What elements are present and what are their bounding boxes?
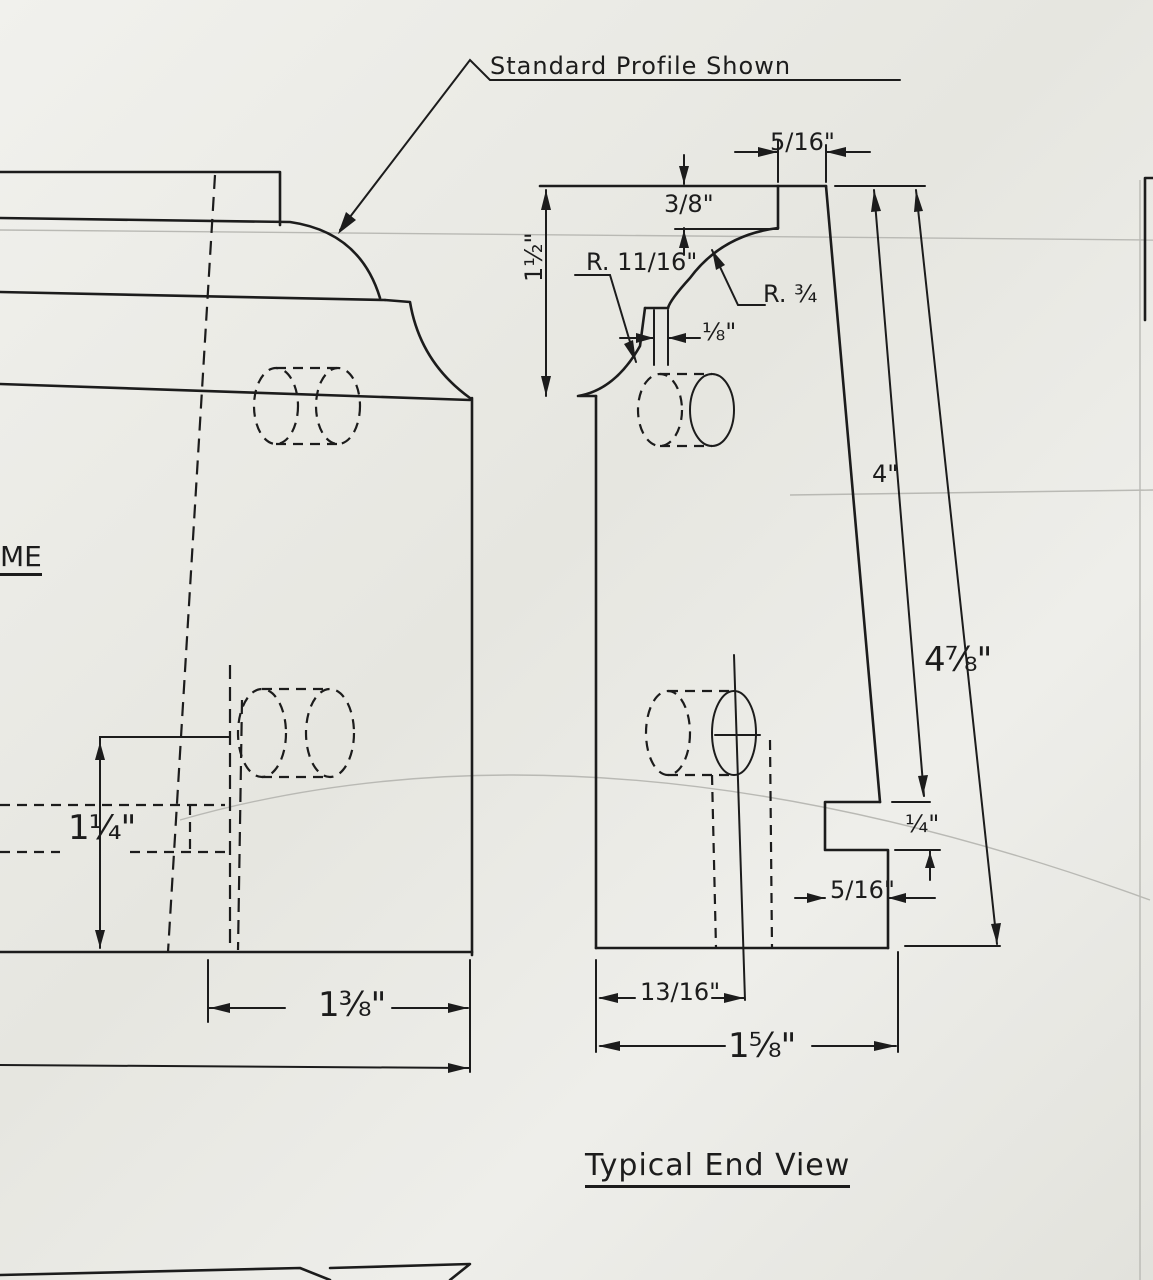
dim-1-5-8: 1⅝": [728, 1026, 796, 1066]
typical-end-view-title: Typical End View: [585, 1148, 851, 1188]
side-view: [0, 58, 901, 1280]
dim-radius-3-4: R. ¾: [763, 280, 818, 308]
dim-top-5-16: 5/16": [770, 128, 835, 156]
adjacent-view-edge: [1143, 176, 1153, 322]
partial-view-title: ME: [0, 540, 42, 576]
dim-4-7-8: 4⅞": [924, 640, 992, 680]
end-view: [538, 139, 1001, 1053]
dim-1-1-2: 1½": [520, 232, 548, 282]
standard-profile-label: Standard Profile Shown: [490, 52, 792, 80]
dim-radius-11-16: R. 11/16": [586, 248, 698, 276]
dim-13-16: 13/16": [640, 978, 721, 1006]
background-lines: [0, 180, 1153, 1280]
dim-3-8: 3/8": [664, 190, 714, 218]
dim-1-1-4: 1¼": [68, 808, 136, 848]
dim-1-4: ¼": [905, 810, 940, 838]
dim-notch-5-16: 5/16": [830, 876, 895, 904]
dim-4: 4": [872, 460, 899, 488]
dim-1-8: ⅛": [702, 318, 737, 346]
dim-1-3-8: 1⅜": [318, 985, 386, 1025]
